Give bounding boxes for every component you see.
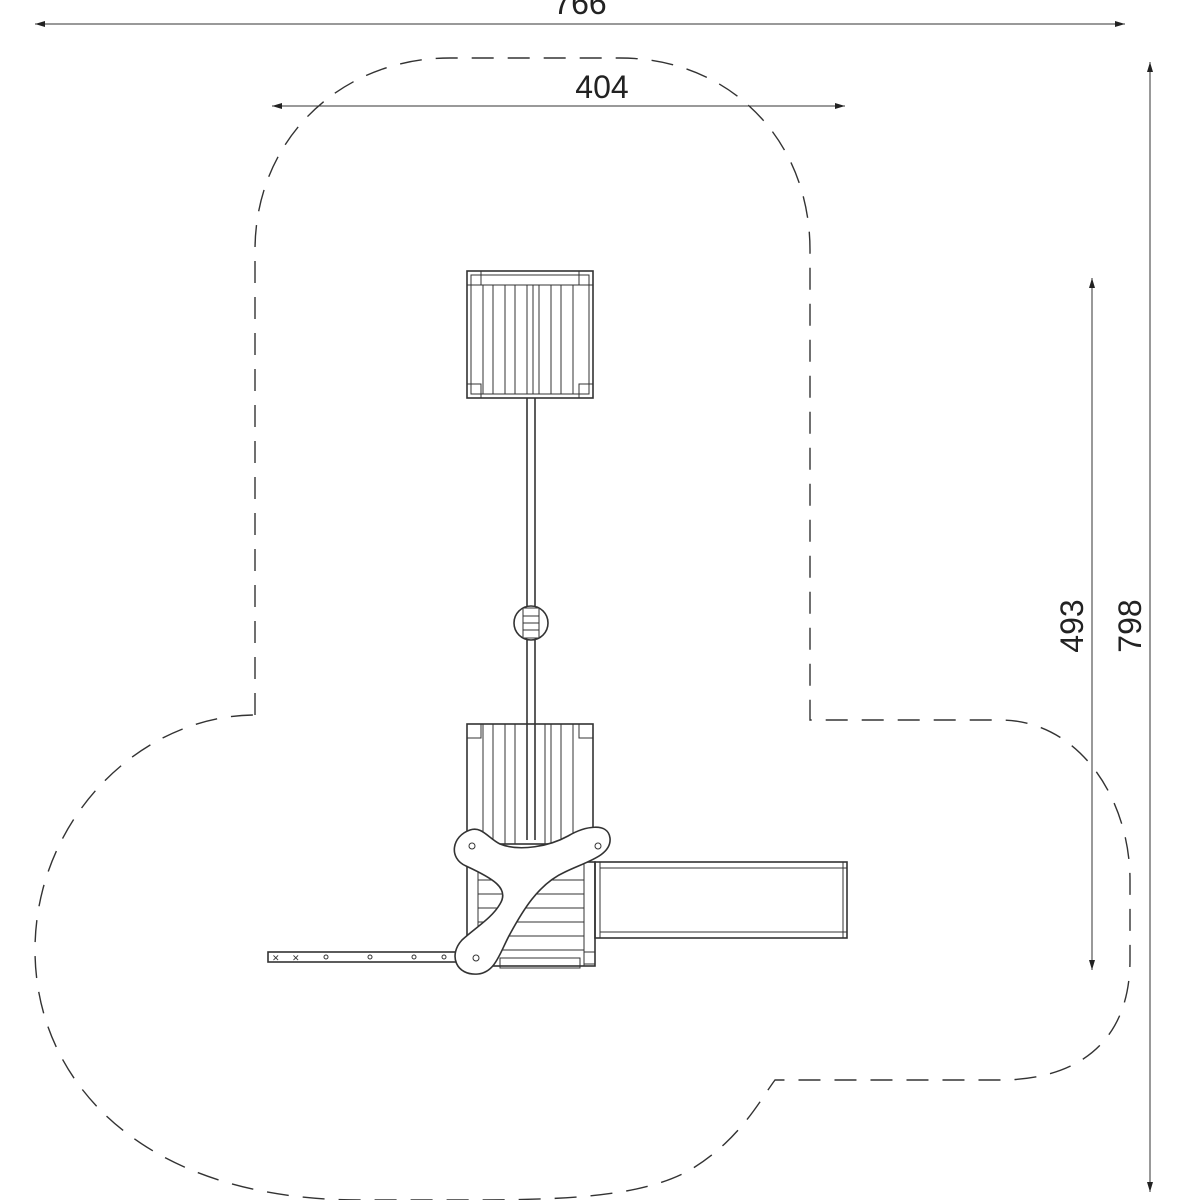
- curved-side-panel: [453, 826, 611, 975]
- dimension-structure-width-label: 404: [575, 69, 628, 105]
- beam-hub-element: [513, 605, 549, 641]
- dimension-overall-width-label: 766: [553, 0, 606, 21]
- lower-tower-deck: [466, 723, 594, 845]
- upper-tower-deck: [466, 270, 594, 399]
- dimension-structure-width: 404: [272, 69, 845, 109]
- dimension-overall-depth: 798: [1112, 62, 1153, 1192]
- dimension-structure-depth: 493: [1054, 278, 1095, 970]
- svg-text:✕: ✕: [292, 954, 300, 964]
- slide: [594, 861, 848, 939]
- dimension-structure-depth-label: 493: [1054, 599, 1090, 652]
- dimension-overall-width: 766: [35, 0, 1125, 27]
- climbing-beam: ✕ ✕: [267, 951, 469, 964]
- dimension-overall-depth-label: 798: [1112, 599, 1148, 652]
- svg-text:✕: ✕: [272, 954, 280, 964]
- safety-zone-outline: [34, 57, 1131, 1200]
